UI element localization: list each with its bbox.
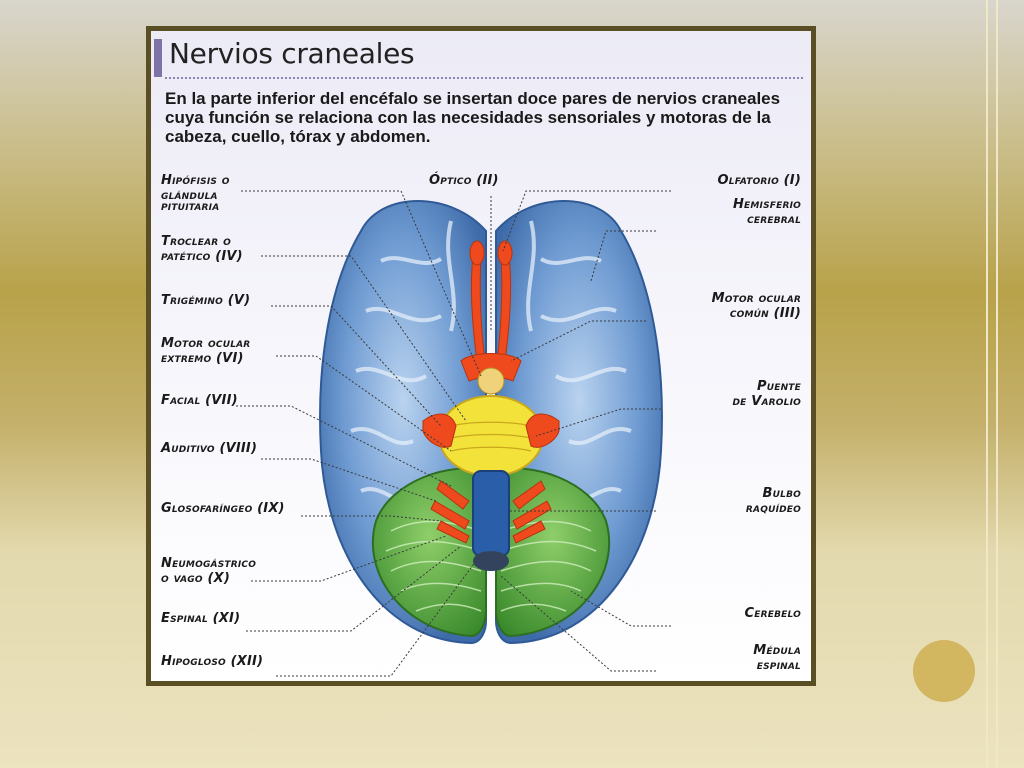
- diagram-card: Nervios craneales En la parte inferior d…: [146, 26, 816, 686]
- label-facial: Facial (VII): [161, 393, 238, 408]
- diagram-panel: Nervios craneales En la parte inferior d…: [151, 31, 811, 681]
- label-glosofaringeo: Glosofaríngeo (IX): [161, 501, 285, 516]
- brain-illustration: [236, 190, 671, 677]
- title-accent-bar: [154, 39, 162, 77]
- label-cerebelo: Cerebelo: [744, 606, 801, 621]
- title-divider: [165, 77, 803, 79]
- cerebellum: [371, 467, 611, 638]
- slide-edge-line: [986, 0, 988, 768]
- gyri-texture: [350, 220, 632, 505]
- label-auditivo: Auditivo (VIII): [161, 441, 258, 456]
- label-trigemino: Trigémino (V): [161, 293, 251, 308]
- leader-lines: [236, 190, 671, 677]
- medulla-oblongata: [472, 470, 510, 571]
- diagram-title: Nervios craneales: [169, 37, 415, 70]
- label-olfatorio: Olfatorio (I): [717, 173, 801, 188]
- pons: [438, 395, 544, 477]
- slide-edge-line: [996, 0, 998, 768]
- decorative-circle: [913, 640, 975, 702]
- label-espinal: Espinal (XI): [161, 611, 241, 626]
- label-hipogloso: Hipogloso (XII): [161, 654, 264, 669]
- label-optico: Óptico (II): [429, 173, 499, 188]
- cranial-nerves: [422, 240, 560, 544]
- intro-text: En la parte inferior del encéfalo se ins…: [165, 89, 781, 146]
